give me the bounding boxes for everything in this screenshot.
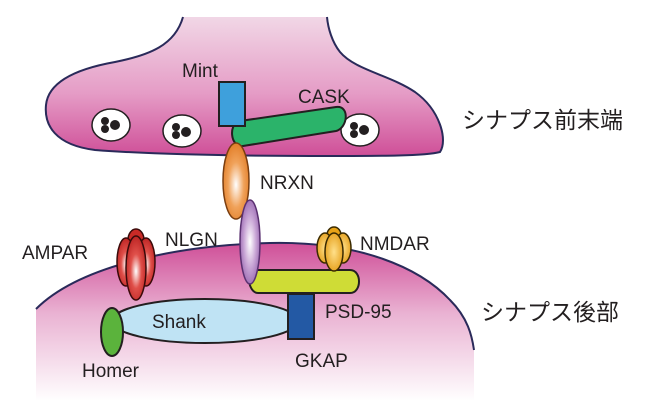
cask-protein [231,105,347,148]
ampar-label: AMPAR [22,243,88,264]
homer-label: Homer [82,361,140,382]
gkap-protein [287,293,315,340]
synaptic-vesicle [162,114,202,148]
nrxn-protein [222,142,250,220]
psd95-protein [247,269,360,294]
homer-protein [100,307,124,357]
synaptic-vesicle [91,108,131,142]
synaptic-vesicle [340,113,380,147]
psd95-label: PSD-95 [325,302,392,323]
postsynaptic-label: シナプス後部 [481,300,619,326]
shank-label: Shank [152,312,206,333]
presynaptic-label: シナプス前末端 [462,108,623,134]
gkap-label: GKAP [295,351,348,372]
nlgn-label: NLGN [165,230,218,251]
nlgn-protein [239,199,261,285]
cask-label: CASK [298,87,350,108]
mint-protein [218,81,246,127]
mint-label: Mint [182,61,219,82]
nmdar-receptor [316,226,352,272]
nmdar-label: NMDAR [360,234,430,255]
nrxn-label: NRXN [260,173,314,194]
ampar-receptor [116,228,156,301]
